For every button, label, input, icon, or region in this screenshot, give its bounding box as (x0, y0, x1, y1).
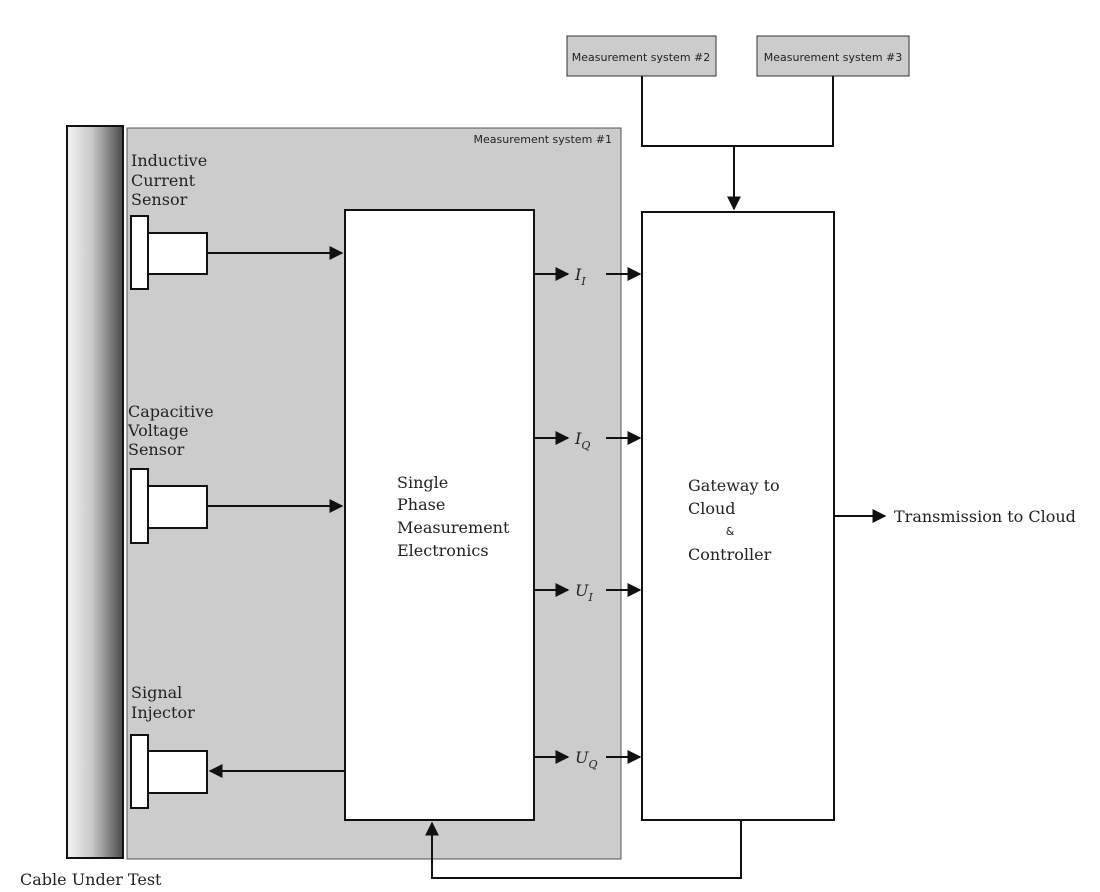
measurement-electronics-label: Single Phase Measurement Electronics (397, 473, 515, 560)
signal-uq: UQ (534, 748, 642, 771)
signal-ui-base: U (575, 581, 589, 600)
signal-ii-sub: I (580, 275, 586, 288)
svg-text:II: II (574, 265, 586, 288)
measurement-system-3-box (756, 35, 910, 77)
signal-ui-sub: I (587, 591, 593, 604)
svg-text:IQ: IQ (574, 429, 590, 452)
measurement-system-3-label: Measurement system #3 (764, 51, 903, 64)
signal-iq-base: I (574, 429, 582, 448)
measurement-electronics-block (344, 209, 535, 821)
transmission-label: Transmission to Cloud (894, 507, 1076, 526)
capacitive-sensor-label: Capacitive Voltage Sensor (127, 402, 219, 459)
inductive-sensor-label: Inductive Current Sensor (131, 151, 212, 209)
signal-ui: UI (534, 581, 642, 604)
cable-under-test-label: Cable Under Test (20, 870, 162, 889)
inductive-sensor-icon (130, 215, 208, 290)
measurement-system-2-label: Measurement system #2 (572, 51, 711, 64)
signal-iq-sub: Q (581, 439, 590, 452)
signal-uq-base: U (575, 748, 589, 767)
gateway-block (641, 211, 835, 821)
signal-injector-icon (130, 734, 208, 809)
svg-text:UQ: UQ (575, 748, 598, 771)
signal-iq: IQ (534, 429, 642, 452)
merge-connector (641, 76, 834, 147)
gateway-ampersand: & (726, 525, 735, 538)
svg-text:UI: UI (575, 581, 593, 604)
signal-uq-sub: Q (588, 758, 597, 771)
gateway-controller-label: Controller (688, 545, 772, 564)
signal-ii-base: I (574, 265, 582, 284)
controller-feedback-line (425, 820, 742, 879)
gateway-label: Gateway to Cloud (688, 476, 785, 518)
measurement-system-2-box (566, 35, 717, 77)
signal-ii: II (534, 265, 642, 288)
measurement-system-1-label: Measurement system #1 (474, 133, 613, 146)
signal-injector-label: Signal Injector (131, 683, 195, 722)
cable-under-test (66, 125, 124, 859)
